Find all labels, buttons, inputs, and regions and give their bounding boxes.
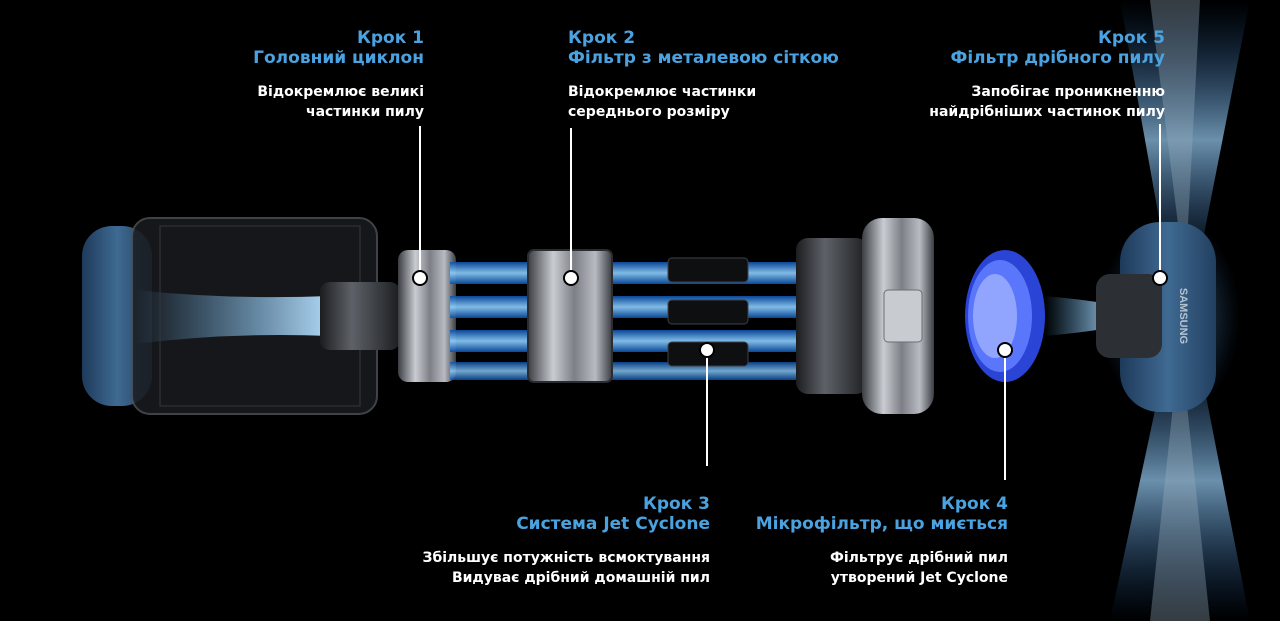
marker-step-1 xyxy=(412,270,428,286)
step-4-number: Крок 4 xyxy=(940,494,1008,514)
marker-step-3 xyxy=(699,342,715,358)
brand-logo: SAMSUNG xyxy=(1177,288,1189,344)
step-1-desc-line1: Відокремлює великі xyxy=(257,84,424,100)
step-3-label: Крок 3 Система Jet Cyclone Збільшує поту… xyxy=(423,494,710,588)
callout-lines xyxy=(419,124,1161,480)
step-5-number: Крок 5 xyxy=(1097,28,1165,48)
step-4-title: Мікрофільтр, що миється xyxy=(755,514,1008,534)
step-5-desc-line2: найдрібніших частинок пилу xyxy=(929,104,1165,120)
step-5-label: Крок 5 Фільтр дрібного пилу Запобігає пр… xyxy=(929,28,1165,122)
step-2-title: Фільтр з металевою сіткою xyxy=(568,48,839,68)
step-3-desc-line1: Збільшує потужність всмоктування xyxy=(422,550,710,566)
step-5-desc-line1: Запобігає проникненню xyxy=(971,84,1165,100)
marker-step-4 xyxy=(997,342,1013,358)
step-1-title: Головний циклон xyxy=(253,48,424,68)
step-1-label: Крок 1 Головний циклон Відокремлює велик… xyxy=(253,28,424,122)
step-2-label: Крок 2 Фільтр з металевою сіткою Відокре… xyxy=(568,28,839,122)
step-5-title: Фільтр дрібного пилу xyxy=(950,48,1165,68)
step-1-desc-line2: частинки пилу xyxy=(305,104,424,120)
step-4-label: Крок 4 Мікрофільтр, що миється Фільтрує … xyxy=(756,494,1008,588)
step-2-number: Крок 2 xyxy=(568,28,636,48)
step-3-number: Крок 3 xyxy=(642,494,710,514)
exhaust-airflow xyxy=(1110,0,1250,621)
callout-markers xyxy=(412,270,1168,358)
step-4-desc-line2: утворений Jet Cyclone xyxy=(830,570,1008,586)
marker-step-5 xyxy=(1152,270,1168,286)
motor-housing-part xyxy=(796,218,934,414)
step-2-desc-line2: середнього розміру xyxy=(568,104,730,120)
step-3-title: Система Jet Cyclone xyxy=(516,514,710,534)
step-4-desc-line1: Фільтрує дрібний пил xyxy=(829,550,1008,566)
main-cyclone-part xyxy=(320,250,456,382)
step-1-number: Крок 1 xyxy=(356,28,424,48)
fine-dust-filter-part xyxy=(1096,216,1240,416)
marker-step-2 xyxy=(563,270,579,286)
step-2-desc-line1: Відокремлює частинки xyxy=(568,84,757,100)
step-3-desc-line2: Видуває дрібний домашній пил xyxy=(451,570,710,586)
